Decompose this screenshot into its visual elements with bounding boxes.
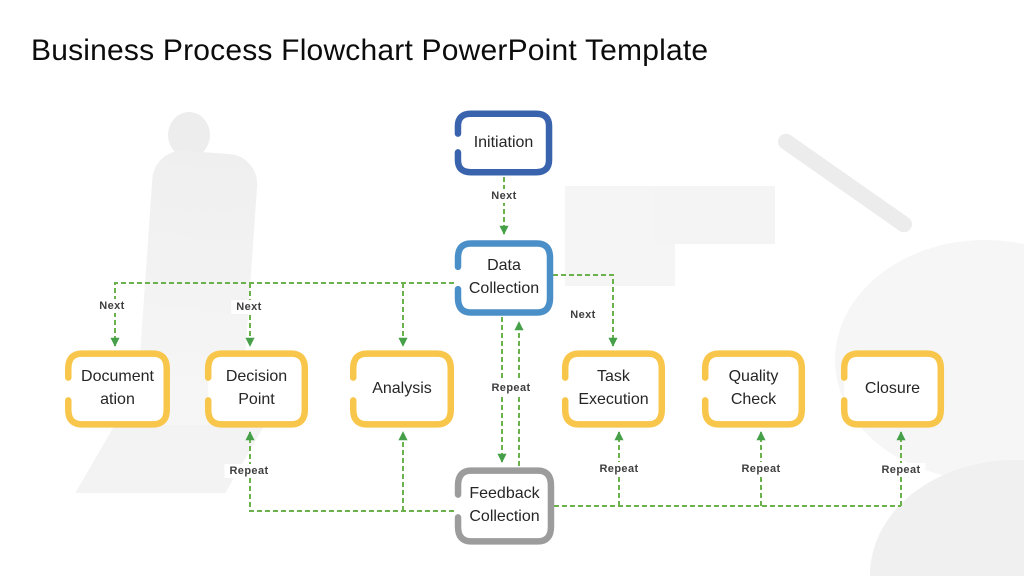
connector-label-next-documentation: Next <box>94 299 130 313</box>
node-decision-point[interactable]: Decision Point <box>204 349 309 429</box>
node-border-shape <box>454 239 554 317</box>
connector-label-repeat-decision: Repeat <box>224 464 274 478</box>
node-feedback-collection[interactable]: Feedback Collection <box>454 466 555 546</box>
node-task-execution[interactable]: Task Execution <box>561 349 666 429</box>
connector-data-collection-to-documentation <box>110 282 454 347</box>
node-closure[interactable]: Closure <box>840 349 945 429</box>
connector-feedback-to-decision-point <box>245 431 454 512</box>
node-documentation[interactable]: Document ation <box>64 349 171 429</box>
slide-title: Business Process Flowchart PowerPoint Te… <box>31 34 709 67</box>
node-border-shape <box>204 349 309 429</box>
connector-label-repeat-quality: Repeat <box>736 462 786 476</box>
node-border-shape <box>561 349 666 429</box>
node-border-shape <box>454 466 555 546</box>
node-label: Closure <box>864 379 921 397</box>
node-border-shape <box>64 349 171 429</box>
connector-label-next-initiation: Next <box>486 189 522 203</box>
node-analysis[interactable]: Analysis <box>349 349 455 429</box>
connector-label-next-decision: Next <box>231 300 267 314</box>
node-label: Document ation <box>81 368 154 408</box>
node-border-shape <box>840 349 945 429</box>
node-border-shape <box>349 349 455 429</box>
node-label: Quality Check <box>728 368 779 408</box>
node-border-shape <box>454 110 553 176</box>
node-label: Analysis <box>372 379 432 397</box>
connector-label-repeat-task: Repeat <box>594 462 644 476</box>
node-data-collection[interactable]: Data Collection <box>454 239 554 317</box>
background-ghost-step-2 <box>655 186 775 244</box>
node-label: Task Execution <box>578 368 649 408</box>
connector-label-next-task: Next <box>565 308 601 322</box>
connector-label-repeat-center: Repeat <box>486 381 536 395</box>
connector-data-collection-to-task-execution <box>553 274 618 347</box>
node-border-shape <box>701 349 806 429</box>
node-label: Initiation <box>473 133 534 151</box>
node-initiation[interactable]: Initiation <box>454 110 553 176</box>
node-quality-check[interactable]: Quality Check <box>701 349 806 429</box>
node-label: Data Collection <box>468 257 540 297</box>
node-label: Feedback Collection <box>469 485 540 525</box>
node-label: Decision Point <box>225 368 288 408</box>
connector-label-repeat-closure: Repeat <box>876 463 926 477</box>
